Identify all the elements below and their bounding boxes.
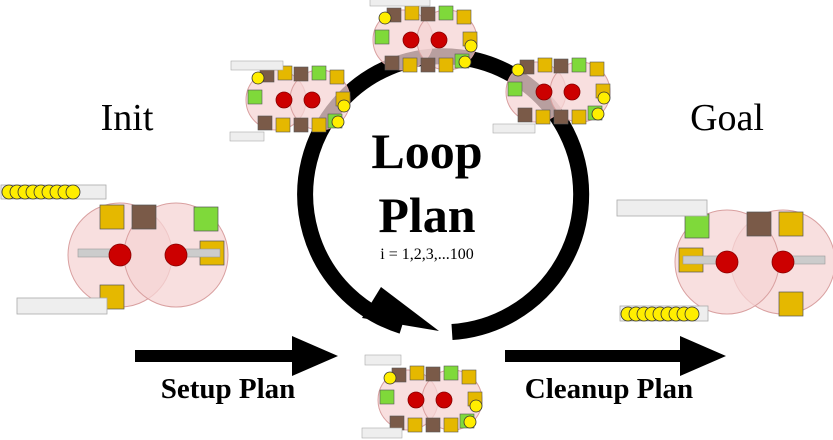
goal-tray <box>616 199 708 217</box>
loop-tray-left-bottom <box>229 131 265 142</box>
cleanup-label: Cleanup Plan <box>525 373 693 405</box>
loop-label-line2: Plan <box>378 187 475 243</box>
loop-scene-right <box>505 57 611 125</box>
init-label: Init <box>101 97 154 139</box>
loop-label-line1: Loop <box>371 123 482 179</box>
loop-tray-right-bottom <box>492 123 536 134</box>
init-tray <box>16 297 108 315</box>
setup-label: Setup Plan <box>161 373 296 405</box>
goal-scene <box>674 209 833 317</box>
loop-tray-bottom-low <box>361 427 403 439</box>
iteration-label: i = 1,2,3,...100 <box>380 246 473 263</box>
goal-disc-stack <box>619 305 709 322</box>
setup-arrow-shaft <box>135 350 295 362</box>
loop-tray-bottom-top <box>364 354 402 366</box>
init-disc-stack <box>0 184 107 200</box>
init-scene <box>67 202 229 310</box>
loop-scene-left <box>245 65 351 133</box>
goal-label: Goal <box>690 97 764 139</box>
setup-arrowhead <box>292 336 338 376</box>
cleanup-arrow-shaft <box>505 350 683 362</box>
loop-tray-top <box>369 0 431 7</box>
loop-arrowhead <box>362 287 439 331</box>
loop-scene-top <box>372 5 478 73</box>
cleanup-arrowhead <box>680 336 726 376</box>
loop-scene-bottom <box>377 365 483 433</box>
loop-tray-left-top <box>230 60 284 71</box>
